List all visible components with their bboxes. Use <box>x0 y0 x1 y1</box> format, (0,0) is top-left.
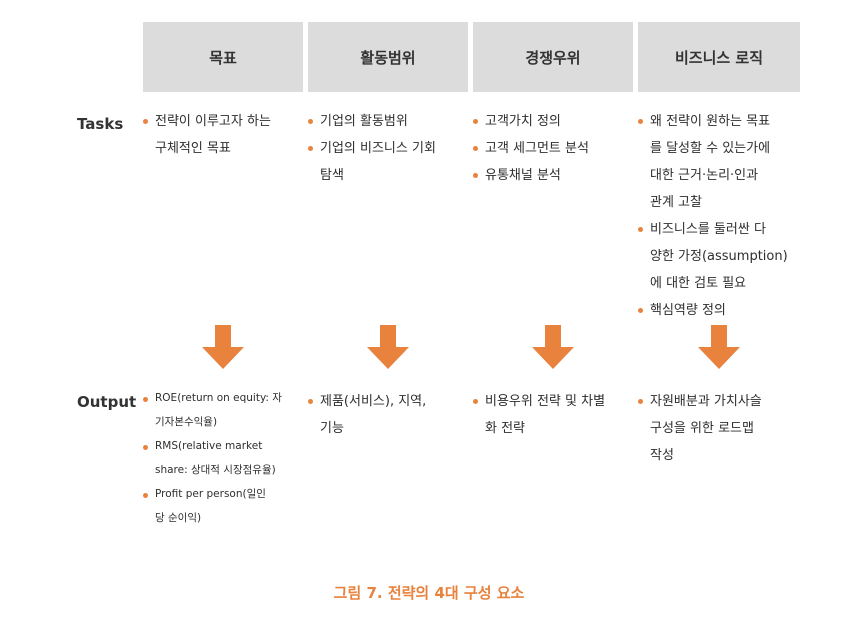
list-item: 제품(서비스), 지역, 기능 <box>308 388 468 442</box>
output-goal: ROE(return on equity: 자 기자본수익율) RMS(rela… <box>143 386 303 530</box>
bullet-icon <box>143 119 148 124</box>
down-arrow-icon <box>367 325 409 369</box>
figure-caption: 그림 7. 전략의 4대 구성 요소 <box>333 584 525 602</box>
list-item: 고객가치 정의 <box>473 108 633 135</box>
bullet-icon <box>638 227 643 232</box>
list-item: 자원배분과 가치사슬 구성을 위한 로드맵 작성 <box>638 388 808 469</box>
list-item: RMS(relative market share: 상대적 시장점유율) <box>143 434 303 482</box>
header-business-logic: 비즈니스 로직 <box>638 22 800 92</box>
bullet-icon <box>638 119 643 124</box>
row-label-tasks: Tasks <box>77 115 124 133</box>
down-arrow-icon <box>202 325 244 369</box>
bullet-icon <box>473 399 478 404</box>
bullet-icon <box>473 119 478 124</box>
list-item: 핵심역량 정의 <box>638 297 808 324</box>
output-competitive-advantage: 비용우위 전략 및 차별 화 전략 <box>473 388 633 442</box>
tasks-scope: 기업의 활동범위 기업의 비즈니스 기회 탐색 <box>308 108 468 189</box>
header-goal: 목표 <box>143 22 303 92</box>
down-arrow-icon <box>698 325 740 369</box>
header-competitive-advantage: 경쟁우위 <box>473 22 633 92</box>
bullet-icon <box>638 399 643 404</box>
row-label-output: Output <box>77 393 137 411</box>
bullet-icon <box>143 445 148 450</box>
list-item: Profit per person(일인 당 순이익) <box>143 482 303 530</box>
bullet-icon <box>308 399 313 404</box>
header-scope: 활동범위 <box>308 22 468 92</box>
bullet-icon <box>308 119 313 124</box>
bullet-icon <box>473 173 478 178</box>
bullet-icon <box>308 146 313 151</box>
list-item: 왜 전략이 원하는 목표 를 달성할 수 있는가에 대한 근거·논리·인과 관계… <box>638 108 808 216</box>
list-item: 비용우위 전략 및 차별 화 전략 <box>473 388 633 442</box>
output-scope: 제품(서비스), 지역, 기능 <box>308 388 468 442</box>
tasks-business-logic: 왜 전략이 원하는 목표 를 달성할 수 있는가에 대한 근거·논리·인과 관계… <box>638 108 808 324</box>
bullet-icon <box>473 146 478 151</box>
list-item: 기업의 활동범위 <box>308 108 468 135</box>
bullet-icon <box>143 493 148 498</box>
list-item: 기업의 비즈니스 기회 탐색 <box>308 135 468 189</box>
tasks-goal: 전략이 이루고자 하는 구체적인 목표 <box>143 108 303 162</box>
bullet-icon <box>638 308 643 313</box>
list-item: 비즈니스를 둘러싼 다 양한 가정(assumption) 에 대한 검토 필요 <box>638 216 808 297</box>
list-item: 고객 세그먼트 분석 <box>473 135 633 162</box>
output-business-logic: 자원배분과 가치사슬 구성을 위한 로드맵 작성 <box>638 388 808 469</box>
list-item: 유통채널 분석 <box>473 162 633 189</box>
tasks-competitive-advantage: 고객가치 정의 고객 세그먼트 분석 유통채널 분석 <box>473 108 633 189</box>
list-item: ROE(return on equity: 자 기자본수익율) <box>143 386 303 434</box>
list-item: 전략이 이루고자 하는 구체적인 목표 <box>143 108 303 162</box>
down-arrow-icon <box>532 325 574 369</box>
bullet-icon <box>143 397 148 402</box>
